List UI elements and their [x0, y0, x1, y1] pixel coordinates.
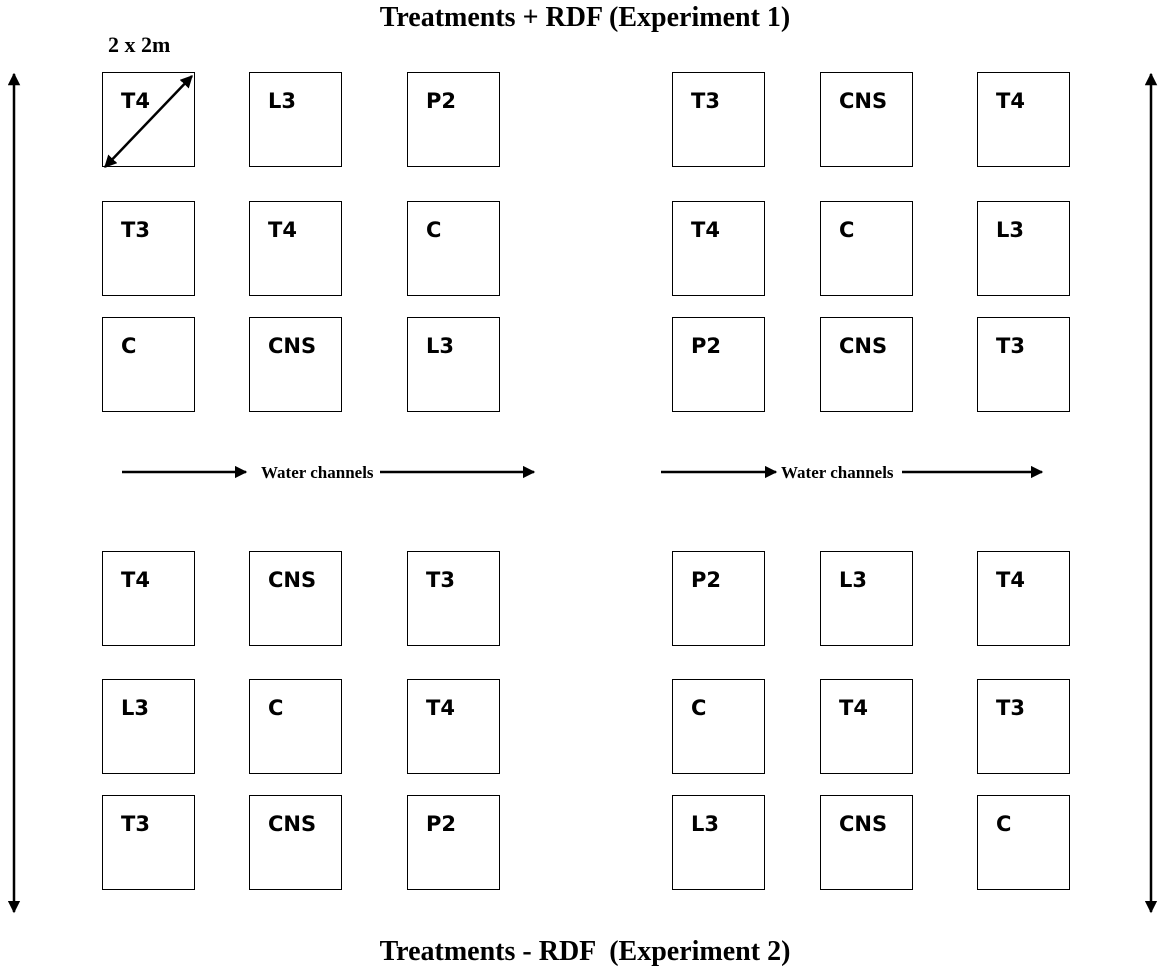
- plot-bottom-left-r2-c3: T4: [407, 679, 500, 774]
- plot-treatment-label: CNS: [839, 89, 888, 113]
- plot-treatment-label: CNS: [839, 334, 888, 358]
- plot-bottom-right-r3-c2: CNS: [820, 795, 913, 890]
- water-channel-label-left: Water channels: [261, 463, 374, 482]
- plot-treatment-label: C: [121, 334, 137, 358]
- plot-treatment-label: C: [691, 696, 707, 720]
- plot-bottom-left-r3-c3: P2: [407, 795, 500, 890]
- plot-top-left-r2-c1: T3: [102, 201, 195, 296]
- plot-bottom-right-r1-c3: T4: [977, 551, 1070, 646]
- plot-top-right-r3-c1: P2: [672, 317, 765, 412]
- plot-treatment-label: CNS: [268, 568, 317, 592]
- title-experiment-2: Treatments - RDF (Experiment 2): [379, 936, 791, 967]
- plot-top-right-r2-c3: L3: [977, 201, 1070, 296]
- plot-treatment-label: P2: [426, 812, 457, 836]
- plot-treatment-label: T4: [996, 568, 1025, 592]
- plot-bottom-right-r2-c1: C: [672, 679, 765, 774]
- plot-treatment-label: T4: [426, 696, 455, 720]
- plot-size-label: 2 x 2m: [108, 32, 171, 57]
- plot-treatment-label: T4: [691, 218, 720, 242]
- plot-treatment-label: CNS: [268, 334, 317, 358]
- plot-treatment-label: C: [268, 696, 284, 720]
- plot-bottom-right-r2-c3: T3: [977, 679, 1070, 774]
- plot-bottom-right-r2-c2: T4: [820, 679, 913, 774]
- plot-top-left-r2-c2: T4: [249, 201, 342, 296]
- plot-treatment-label: C: [839, 218, 855, 242]
- plot-diagonal-arrow: [104, 75, 193, 168]
- plot-top-left-r3-c1: C: [102, 317, 195, 412]
- plot-treatment-label: T4: [268, 218, 297, 242]
- plot-bottom-left-r1-c1: T4: [102, 551, 195, 646]
- plot-treatment-label: CNS: [839, 812, 888, 836]
- plot-treatment-label: T4: [121, 568, 150, 592]
- plot-bottom-left-r3-c1: T3: [102, 795, 195, 890]
- plot-top-left-r3-c2: CNS: [249, 317, 342, 412]
- plot-top-right-r1-c2: CNS: [820, 72, 913, 167]
- plot-top-right-r3-c2: CNS: [820, 317, 913, 412]
- plot-treatment-label: L3: [996, 218, 1024, 242]
- plot-treatment-label: T3: [691, 89, 720, 113]
- plot-top-right-r1-c3: T4: [977, 72, 1070, 167]
- plot-treatment-label: T3: [426, 568, 455, 592]
- plot-treatment-label: L3: [121, 696, 149, 720]
- plot-treatment-label: T3: [121, 218, 150, 242]
- plot-bottom-left-r3-c2: CNS: [249, 795, 342, 890]
- plot-treatment-label: L3: [839, 568, 867, 592]
- plot-top-right-r1-c1: T3: [672, 72, 765, 167]
- plot-treatment-label: C: [996, 812, 1012, 836]
- plot-bottom-left-r2-c2: C: [249, 679, 342, 774]
- water-channel-label-right: Water channels: [781, 463, 894, 482]
- title-experiment-1: Treatments + RDF (Experiment 1): [379, 2, 791, 33]
- plot-treatment-label: P2: [691, 334, 722, 358]
- plot-treatment-label: T4: [996, 89, 1025, 113]
- plot-treatment-label: L3: [691, 812, 719, 836]
- plot-bottom-left-r2-c1: L3: [102, 679, 195, 774]
- plot-treatment-label: T3: [996, 696, 1025, 720]
- plot-treatment-label: T4: [839, 696, 868, 720]
- plot-top-left-r2-c3: C: [407, 201, 500, 296]
- plot-bottom-right-r1-c2: L3: [820, 551, 913, 646]
- plot-top-left-r3-c3: L3: [407, 317, 500, 412]
- plot-treatment-label: L3: [426, 334, 454, 358]
- plot-treatment-label: T3: [121, 812, 150, 836]
- plot-bottom-left-r1-c2: CNS: [249, 551, 342, 646]
- plot-treatment-label: T3: [996, 334, 1025, 358]
- plot-bottom-right-r3-c1: L3: [672, 795, 765, 890]
- plot-top-right-r2-c2: C: [820, 201, 913, 296]
- plot-treatment-label: C: [426, 218, 442, 242]
- plot-bottom-left-r1-c3: T3: [407, 551, 500, 646]
- plot-treatment-label: CNS: [268, 812, 317, 836]
- plot-treatment-label: P2: [691, 568, 722, 592]
- plot-treatment-label: P2: [426, 89, 457, 113]
- plot-treatment-label: L3: [268, 89, 296, 113]
- plot-bottom-right-r3-c3: C: [977, 795, 1070, 890]
- plot-top-left-r1-c3: P2: [407, 72, 500, 167]
- plot-top-left-r1-c2: L3: [249, 72, 342, 167]
- plot-top-right-r2-c1: T4: [672, 201, 765, 296]
- plot-bottom-right-r1-c1: P2: [672, 551, 765, 646]
- plot-top-right-r3-c3: T3: [977, 317, 1070, 412]
